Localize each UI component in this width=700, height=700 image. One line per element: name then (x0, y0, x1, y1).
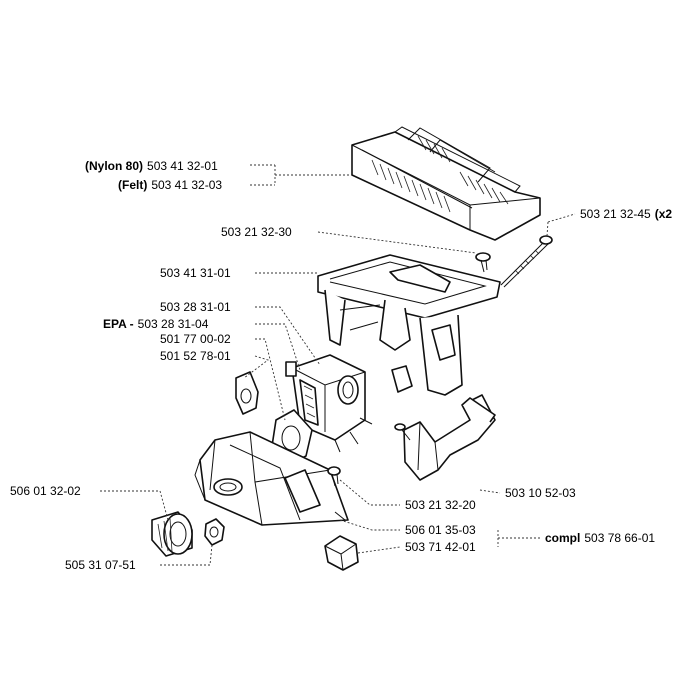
bolt-45-quantity: (x2 (655, 207, 673, 221)
nut-part (204, 518, 225, 546)
leader-lines (100, 164, 576, 566)
bracket-label: 503 10 52-03 (505, 486, 576, 500)
compl-part-number: 503 78 66-01 (584, 531, 655, 545)
round-filter-label: 506 01 32-02 (10, 484, 81, 498)
nylon-part-number: 503 41 32-01 (147, 159, 218, 173)
grommet-label: 503 71 42-01 (405, 540, 476, 554)
felt-prefix: (Felt) (118, 178, 147, 192)
felt-label: (Felt) 503 41 32-03 (118, 178, 222, 192)
bolt-45-part (500, 235, 553, 288)
nylon-prefix: (Nylon 80) (85, 159, 143, 173)
frame-label: 503 41 31-01 (160, 266, 231, 280)
part-labels: (Nylon 80) 503 41 32-01 (Felt) 503 41 32-0… (10, 159, 672, 572)
felt-part-number: 503 41 32-03 (151, 178, 222, 192)
screw-30-part (475, 252, 491, 273)
spacer-part (235, 371, 259, 415)
grommet-part (324, 535, 359, 571)
frame-part (317, 254, 501, 396)
screw-20-part (327, 466, 341, 487)
bracket-part (394, 394, 496, 481)
screw-30-label: 503 21 32-30 (221, 225, 292, 239)
air-filter-part (351, 126, 541, 241)
epa-prefix: EPA - (103, 317, 134, 331)
screw-20-label: 503 21 32-20 (405, 498, 476, 512)
epa-part-number: 503 28 31-04 (138, 317, 209, 331)
spacer-label: 501 52 78-01 (160, 349, 231, 363)
gasket-label: 501 77 00-02 (160, 332, 231, 346)
carburetor-label: 503 28 31-01 (160, 300, 231, 314)
housing-label: 506 01 35-03 (405, 523, 476, 537)
nut-label: 505 31 07-51 (65, 558, 136, 572)
bolt-45-label: 503 21 32-45 (x2 (580, 207, 672, 221)
compl-label: compl 503 78 66-01 (545, 531, 655, 545)
nylon-label: (Nylon 80) 503 41 32-01 (85, 159, 218, 173)
housing-part (194, 431, 349, 526)
carburetor-part (285, 354, 373, 453)
compl-prefix: compl (545, 531, 580, 545)
round-filter-part (151, 511, 193, 557)
bolt-45-part-number: 503 21 32-45 (580, 207, 651, 221)
epa-label: EPA - 503 28 31-04 (103, 317, 209, 331)
